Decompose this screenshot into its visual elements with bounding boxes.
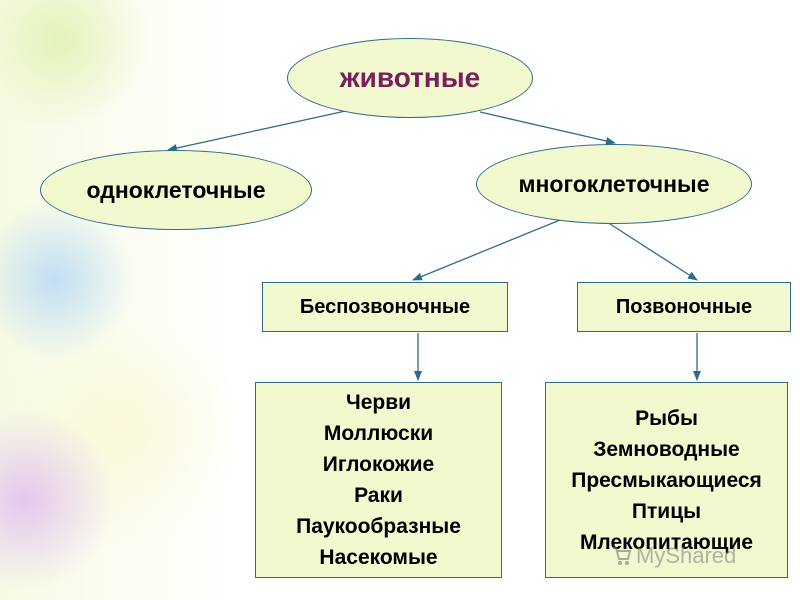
node-invertebrates: Беспозвоночные <box>262 282 508 332</box>
node-vertebrates: Позвоночные <box>577 282 791 332</box>
vertebrates-list: Рыбы Земноводные Пресмыкающиеся Птицы Мл… <box>545 382 788 578</box>
arrow-root-to-multicellular <box>479 111 616 145</box>
invertebrates-label: Беспозвоночные <box>299 295 471 318</box>
list-item: Паукообразные <box>296 515 461 538</box>
shopping-cart-icon <box>613 547 632 565</box>
unicellular-label: одноклеточные <box>86 176 266 203</box>
node-multicellular: многоклеточные <box>476 144 752 224</box>
list-item: Черви <box>345 391 412 414</box>
arrow-multicellular-to-invertebrates <box>412 219 561 281</box>
list-item: Рыбы <box>635 406 698 430</box>
root-label: животные <box>339 62 481 93</box>
arrow-multicellular-to-vertebrates <box>609 223 698 281</box>
node-unicellular: одноклеточные <box>40 150 312 230</box>
multicellular-label: многоклеточные <box>518 170 710 197</box>
list-item: Насекомые <box>319 546 438 569</box>
list-item: Моллюски <box>323 422 434 445</box>
list-item: Иглокожие <box>322 453 435 476</box>
vertebrates-label: Позвоночные <box>615 295 753 318</box>
list-item: Раки <box>354 484 403 507</box>
list-item: Птицы <box>631 499 702 523</box>
list-item: Пресмыкающиеся <box>571 468 762 492</box>
list-item: Земноводные <box>593 437 740 461</box>
watermark: MyShared <box>612 543 736 569</box>
list-item: Млекопитающие <box>579 530 754 554</box>
root-node-animals: животные <box>287 38 533 118</box>
watermark-text: MyShared <box>636 543 737 568</box>
invertebrates-list: Черви Моллюски Иглокожие Раки Паукообраз… <box>255 382 502 578</box>
arrow-root-to-unicellular <box>167 109 351 152</box>
